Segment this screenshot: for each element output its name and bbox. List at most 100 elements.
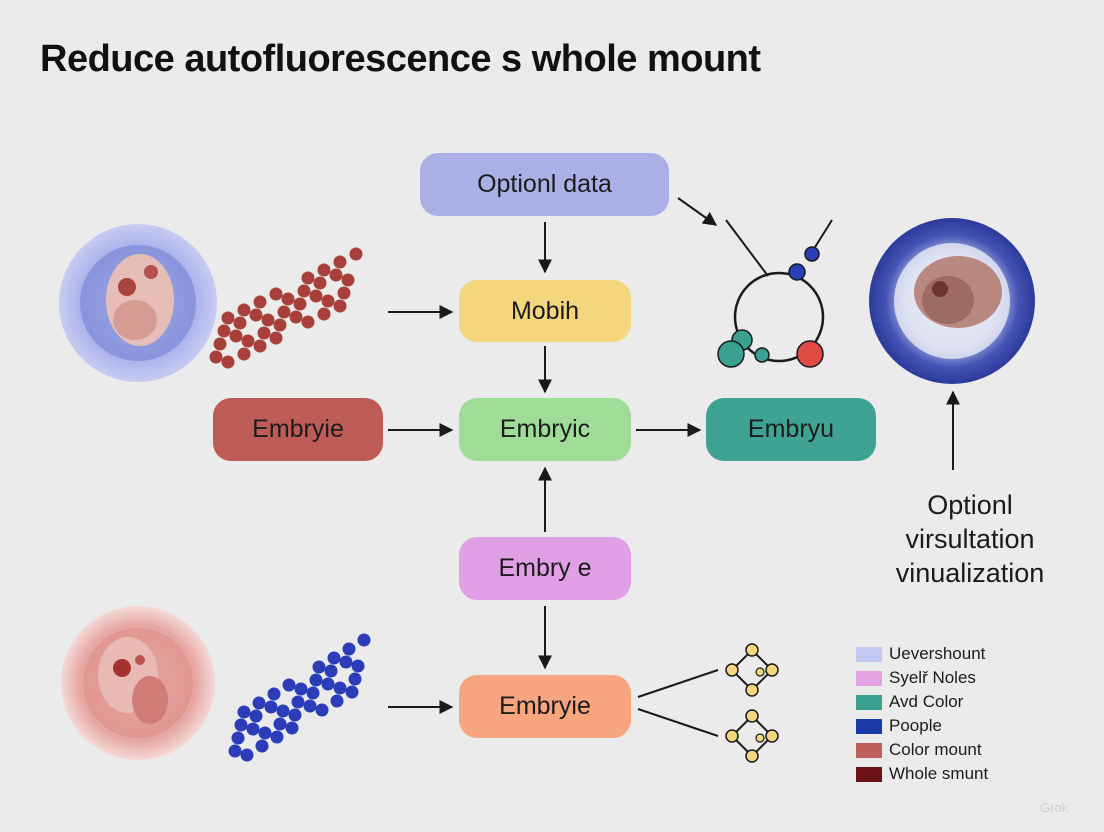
bead	[293, 297, 307, 311]
bead	[276, 704, 290, 718]
bead	[281, 292, 295, 306]
bead	[309, 289, 323, 303]
bead	[309, 673, 323, 687]
side-note: Optionl virsultation vinualization	[860, 488, 1080, 590]
red-bead-chain-icon	[209, 247, 363, 369]
page-title: Reduce autofluorescence s whole mount	[40, 38, 761, 80]
legend-item: Poople	[856, 714, 988, 738]
bead	[349, 247, 363, 261]
node-mobih-label: Mobih	[510, 296, 580, 325]
bead	[333, 255, 347, 269]
bead	[333, 299, 347, 313]
legend-item: Whole smunt	[856, 762, 988, 786]
bead	[351, 659, 365, 673]
bead	[255, 739, 269, 753]
node-embryie-left-label: Embryie	[252, 415, 344, 443]
bead	[249, 308, 263, 322]
bead	[315, 703, 329, 717]
bead	[261, 313, 275, 327]
legend-label: Whole smunt	[889, 764, 989, 783]
embryo-blue-dish-icon	[59, 224, 217, 382]
legend-label: Color mount	[889, 740, 982, 759]
diamond-graph-icon	[725, 709, 779, 763]
bead	[342, 642, 356, 656]
bead	[221, 355, 235, 369]
bead	[303, 699, 317, 713]
node-embry-e: Embry e	[459, 537, 631, 600]
legend: Uevershount Syelř Noles Avd Color Poople…	[856, 642, 988, 786]
node-embryic-center-label: Embryic	[499, 415, 591, 443]
node-embryie-bottom-label: Embryie	[499, 692, 591, 720]
bead	[337, 286, 351, 300]
bead	[258, 726, 272, 740]
node-embry-e-label: Embry e	[498, 554, 592, 582]
bead	[339, 655, 353, 669]
bead	[237, 303, 251, 317]
bead	[301, 271, 315, 285]
bead	[297, 284, 311, 298]
bead	[253, 339, 267, 353]
legend-item: Uevershount	[856, 642, 988, 666]
bead	[285, 721, 299, 735]
legend-swatch	[856, 694, 882, 710]
legend-swatch	[856, 646, 882, 662]
bead	[237, 347, 251, 361]
bead	[348, 672, 362, 686]
legend-swatch	[856, 718, 882, 734]
bead	[257, 326, 271, 340]
bead	[329, 268, 343, 282]
node-embryu-right-label: Embryu	[747, 415, 835, 443]
legend-item: Avd Color	[856, 690, 988, 714]
side-note-line3: vinualization	[895, 558, 1045, 588]
bead	[249, 709, 263, 723]
bead	[240, 748, 254, 762]
embryo-dark-blue-dish-icon	[869, 218, 1035, 384]
legend-item: Color mount	[856, 738, 988, 762]
node-optional-data: Optionl data	[420, 153, 669, 216]
bead	[246, 722, 260, 736]
bead	[291, 695, 305, 709]
bead	[357, 633, 371, 647]
bead	[233, 316, 247, 330]
bead	[213, 337, 227, 351]
side-note-line2: virsultation	[905, 524, 1035, 554]
bead	[267, 687, 281, 701]
bead	[221, 311, 235, 325]
bead	[324, 664, 338, 678]
legend-swatch	[856, 766, 882, 782]
node-embryic-center: Embryic	[459, 398, 631, 461]
blue-bead-chain-icon	[228, 633, 371, 762]
bead	[269, 287, 283, 301]
node-optional-data-label: Optionl data	[477, 170, 612, 198]
bead	[301, 315, 315, 329]
bead	[217, 324, 231, 338]
bead	[253, 295, 267, 309]
bead	[234, 718, 248, 732]
legend-label: Avd Color	[889, 692, 964, 711]
bead	[269, 331, 283, 345]
bead	[306, 686, 320, 700]
bead	[327, 651, 341, 665]
legend-label: Poople	[889, 716, 942, 735]
bead	[321, 294, 335, 308]
legend-item: Syelř Noles	[856, 666, 988, 690]
diamond-graph-icon	[725, 643, 779, 697]
bead	[333, 681, 347, 695]
bead	[228, 744, 242, 758]
node-embryie-bottom: Embryie	[459, 675, 631, 738]
arrow-optional-to-network	[677, 197, 718, 226]
bead	[330, 694, 344, 708]
network-graph-icon	[717, 219, 833, 368]
legend-swatch	[856, 670, 882, 686]
watermark: Grok	[1040, 800, 1069, 815]
legend-label: Uevershount	[889, 644, 986, 663]
bead	[277, 305, 291, 319]
bead	[264, 700, 278, 714]
bead	[294, 682, 308, 696]
bead	[209, 350, 223, 364]
line-embryie-to-diamond-top	[637, 669, 719, 698]
bead	[288, 708, 302, 722]
bead	[317, 263, 331, 277]
